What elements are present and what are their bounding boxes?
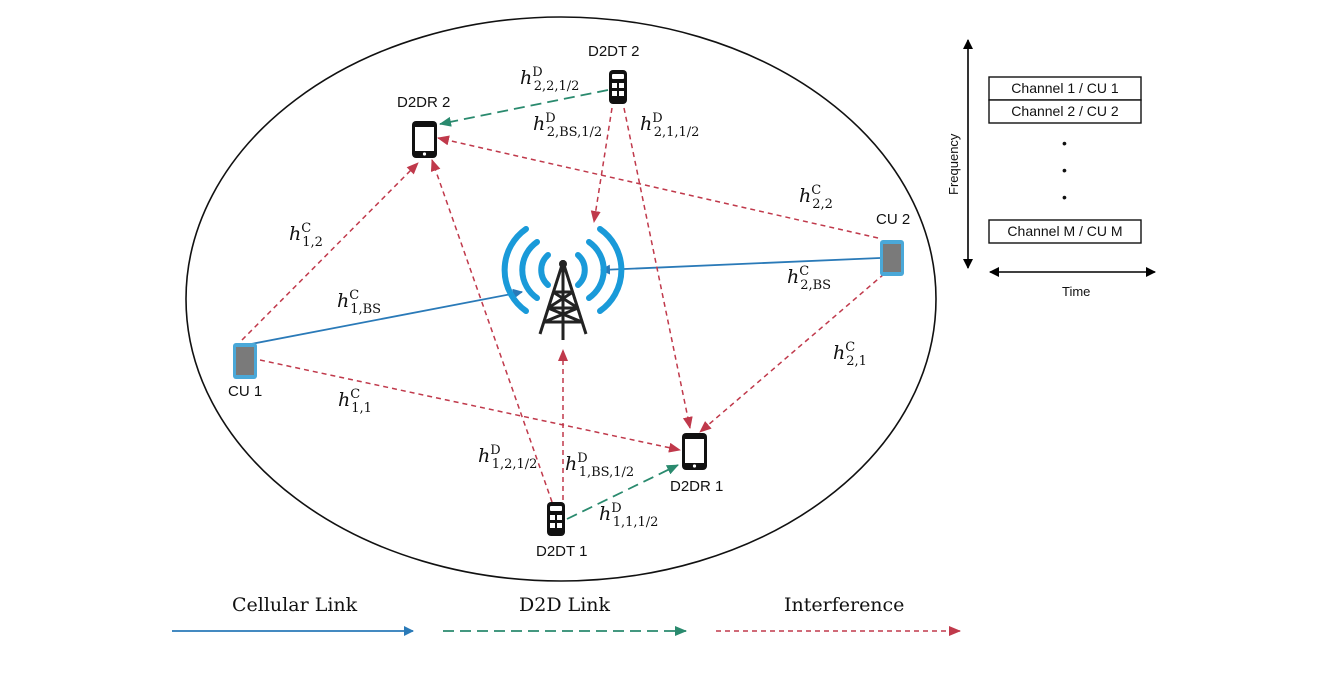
d2d-link-1: [566, 464, 679, 520]
d2dt1-device-icon: [547, 502, 565, 536]
d2dr1-device-icon: [682, 433, 707, 470]
legend: Cellular Link D2D Link Interference: [172, 594, 961, 636]
channel-row-m-label: Channel M / CU M: [1007, 223, 1122, 239]
legend-cellular-label: Cellular Link: [232, 594, 358, 616]
cellular-link-cu2-bs: [600, 257, 881, 275]
d2dr2-label: D2DR 2: [397, 94, 450, 111]
cell-boundary: [185, 16, 937, 582]
ellipsis-dot-2: •: [1062, 162, 1067, 178]
interference-cu2-d2dr1: [699, 273, 885, 433]
interference-d2dt1-d2dr2: [430, 159, 553, 503]
interference-cu1-d2dr2: [241, 162, 419, 341]
d2dt2-device-icon: [609, 70, 627, 104]
frequency-axis-label: Frequency: [946, 133, 961, 195]
cu1-label: CU 1: [228, 383, 262, 400]
base-station-icon: [501, 226, 625, 340]
interference-cu1-d2dr1: [259, 359, 681, 453]
channel-row-2-label: Channel 2 / CU 2: [1011, 103, 1119, 119]
cu2-label: CU 2: [876, 211, 910, 228]
ellipsis-dot-3: •: [1062, 189, 1067, 205]
legend-d2d-label: D2D Link: [519, 594, 611, 616]
interference-cu2-d2dr2: [437, 135, 879, 239]
d2dt1-label: D2DT 1: [536, 543, 587, 560]
channel-row-1-label: Channel 1 / CU 1: [1011, 80, 1119, 96]
channel-row-m: [988, 219, 1142, 244]
d2dr2-device-icon: [412, 121, 437, 158]
resource-grid: Frequency Time Channel 1 / CU 1 Channel …: [946, 39, 1156, 299]
d2d-link-2: [439, 89, 609, 127]
time-axis-label: Time: [1062, 284, 1090, 299]
channel-row-2: [988, 99, 1142, 124]
interference-d2dt2-d2dr1: [623, 107, 693, 429]
d2dt2-label: D2DT 2: [588, 43, 639, 60]
ellipsis-dot-1: •: [1062, 135, 1067, 151]
interference-d2dt2-bs: [590, 107, 613, 223]
cellular-link-cu1-bs: [245, 288, 523, 346]
d2dr1-label: D2DR 1: [670, 478, 723, 495]
cu1-device-icon: [233, 343, 257, 379]
cu2-device-icon: [880, 240, 904, 276]
legend-interference-label: Interference: [784, 594, 904, 616]
